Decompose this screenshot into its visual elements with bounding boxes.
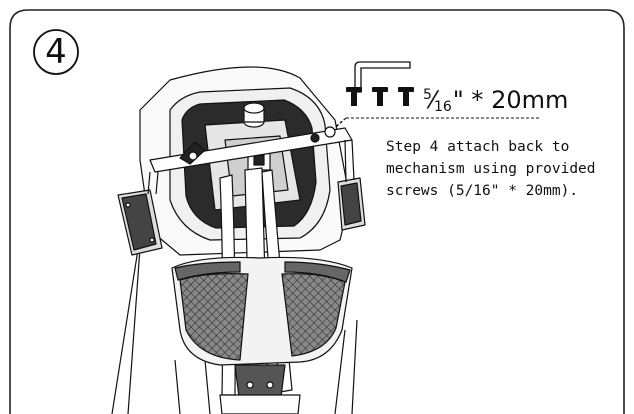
screw-size-numerator: 5 [423, 87, 432, 103]
screw-icon [398, 87, 414, 106]
screw-size-denominator: 16 [433, 99, 452, 115]
instruction-line: mechanism using provided [386, 161, 596, 177]
panel-border [9, 9, 625, 414]
screw-size-label: 5 ⁄ 16 " * 20mm [423, 86, 569, 115]
step-number: 4 [45, 32, 67, 72]
step-number-circle [33, 29, 79, 75]
instruction-line: screws (5/16" * 20mm). [386, 183, 579, 199]
chair-back-illustration [111, 66, 366, 414]
screw-size-length: " * 20mm [452, 86, 569, 114]
instruction-line: Step 4 attach back to [386, 139, 570, 155]
instruction-text: Step 4 attach back to mechanism using pr… [386, 136, 626, 202]
screw-icon [346, 87, 362, 106]
screw-icon [372, 87, 388, 106]
screw-size-slash: ⁄ [430, 86, 435, 114]
